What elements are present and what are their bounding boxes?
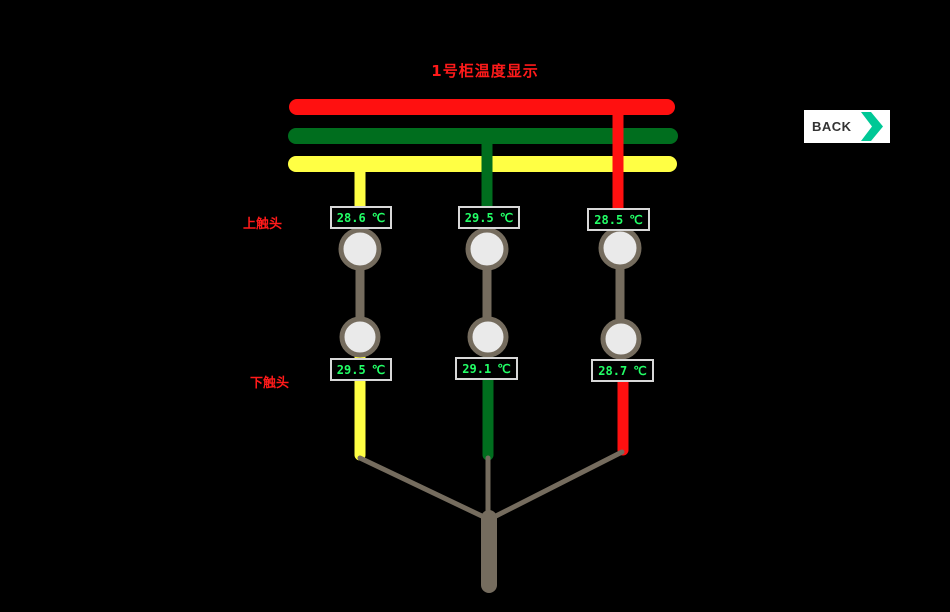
- upper-contact-c: [598, 226, 642, 270]
- celsius-unit: ℃: [497, 361, 511, 376]
- celsius-unit: ℃: [371, 362, 386, 377]
- upper-temp-c: 28.5 ℃: [587, 208, 650, 231]
- celsius-unit: ℃: [499, 210, 514, 225]
- page-title: 1号柜温度显示: [431, 62, 539, 80]
- lower-temp-b-value: 29.1: [462, 361, 492, 376]
- lower-temp-c: 28.7 ℃: [591, 359, 654, 382]
- upper-contact-label: 上触头: [243, 217, 283, 232]
- lower-temp-a-value: 29.5: [336, 362, 366, 377]
- upper-contact-b: [465, 227, 509, 271]
- lower-contact-b: [467, 316, 509, 358]
- celsius-unit: ℃: [371, 210, 386, 225]
- upper-temp-c-value: 28.5: [594, 212, 624, 227]
- lower-temp-c-value: 28.7: [598, 363, 628, 378]
- chevron-right-icon: [861, 112, 883, 141]
- lower-temp-a: 29.5 ℃: [330, 358, 392, 381]
- cable-c: [489, 449, 625, 521]
- celsius-unit: ℃: [629, 212, 643, 227]
- cable-a: [357, 455, 489, 521]
- upper-temp-a: 28.6 ℃: [330, 206, 392, 229]
- back-button[interactable]: BACK: [804, 110, 890, 143]
- lower-contact-label: 下触头: [250, 376, 290, 391]
- lower-contact-a: [339, 316, 381, 358]
- upper-temp-b: 29.5 ℃: [458, 206, 520, 229]
- upper-temp-b-value: 29.5: [464, 210, 494, 225]
- lower-contact-c: [600, 318, 642, 360]
- lower-temp-b: 29.1 ℃: [455, 357, 518, 380]
- celsius-unit: ℃: [633, 363, 647, 378]
- upper-contact-a: [338, 227, 382, 271]
- back-button-label: BACK: [812, 119, 852, 134]
- upper-temp-a-value: 28.6: [336, 210, 366, 225]
